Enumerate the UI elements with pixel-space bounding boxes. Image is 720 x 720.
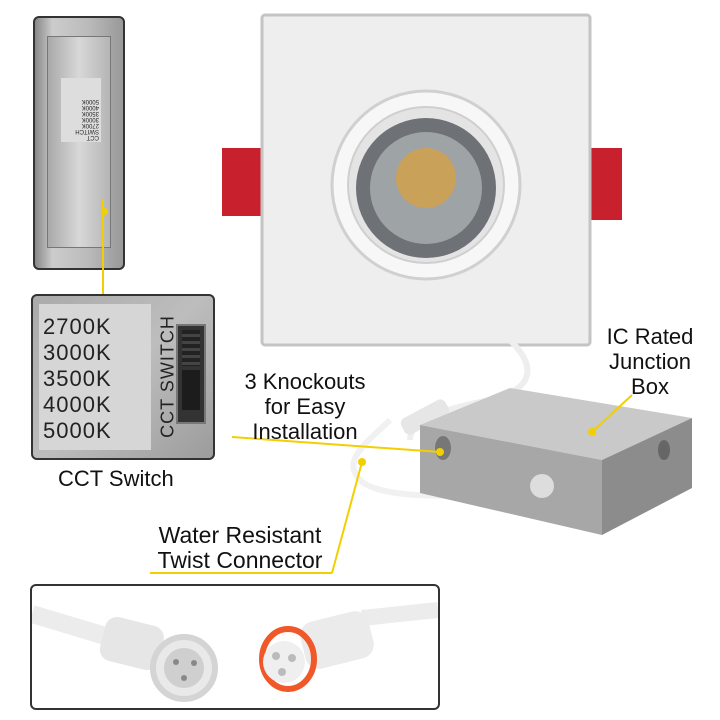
switch-housing-photo: CCT SWITCH 2700K 3000K 3500K 4000K 5000K	[33, 16, 125, 270]
cct-switch-caption: CCT Switch	[58, 466, 174, 491]
knockouts-label: 3 Knockouts for Easy Installation	[244, 369, 366, 444]
twist-connector	[400, 399, 450, 435]
cct-option: 3000K	[43, 340, 112, 365]
spring-clip-right	[588, 148, 622, 220]
connector-label: Water Resistant Twist Connector	[157, 522, 323, 573]
cct-switch-closeup: 2700K 3000K 3500K 4000K 5000K CCT SWITCH	[31, 294, 215, 460]
connector-closeup	[30, 584, 440, 710]
cct-slider-switch	[176, 324, 206, 424]
recessed-light-fixture	[222, 13, 692, 535]
led-chip	[396, 148, 456, 208]
cct-option: 4000K	[43, 392, 112, 417]
junction-box	[420, 388, 692, 460]
spring-clip-left	[222, 148, 262, 216]
cct-option: 2700K	[43, 314, 112, 339]
seal-ring	[259, 626, 317, 692]
cct-option: 5000K	[43, 418, 112, 443]
leader-line-cct	[102, 200, 104, 295]
cct-option: 3500K	[43, 366, 112, 391]
female-connector	[300, 611, 374, 669]
junction-box-label: IC Rated Junction Box	[606, 324, 694, 399]
male-connector	[99, 616, 164, 671]
